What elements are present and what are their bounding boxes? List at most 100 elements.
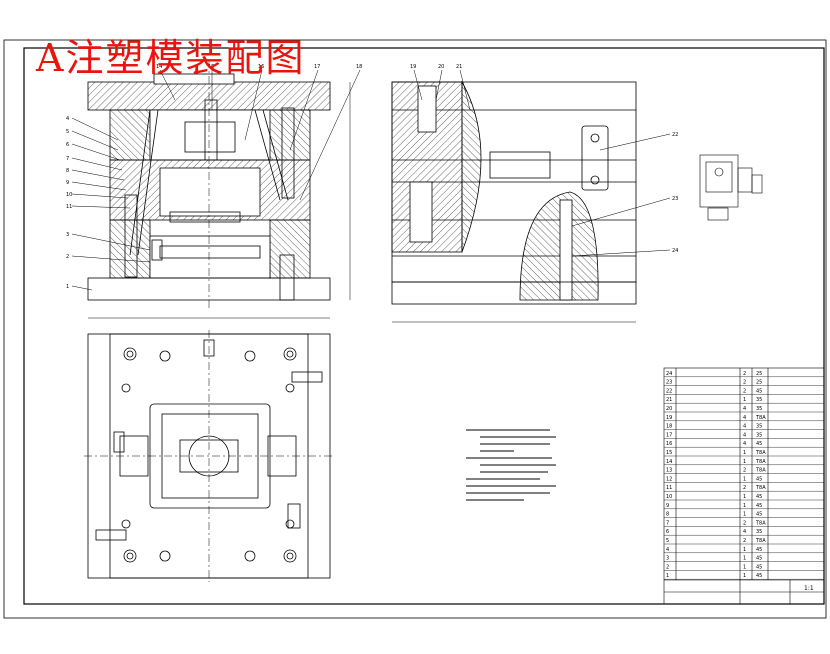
label-17: 17 [314,64,320,70]
bom-cell: 45 [756,512,762,518]
bom-cell: 45 [756,503,762,509]
bom-cell: T8A [755,485,766,491]
bom-cell: 3 [666,556,669,562]
bom-cell: 14 [666,459,672,465]
bom-cell: 2 [743,468,746,474]
bom-cell: 45 [756,564,762,570]
label-10: 10 [66,192,72,198]
label-9: 9 [66,180,69,186]
bom-cell: 45 [756,388,762,394]
label-11: 11 [66,204,72,210]
label-7: 7 [66,156,69,162]
bom-cell: 35 [756,424,762,430]
bom-cell: 7 [666,520,669,526]
label-2: 2 [66,254,69,260]
bom-cell: 45 [756,556,762,562]
bom-cell: 4 [743,529,746,535]
bom-cell: 45 [756,441,762,447]
bom-cell: 1 [743,547,746,553]
bom-cell: 9 [666,503,669,509]
bom-cell: T8A [755,468,766,474]
spacer-block-right [269,219,311,279]
technical-notes [466,429,556,501]
bom-cell: 1 [743,397,746,403]
bom-cell: 10 [666,494,672,500]
label-6: 6 [66,142,69,148]
bom-cell: 11 [666,485,672,491]
bom-cell: 25 [756,371,762,377]
bom-scale: 1:1 [804,585,814,592]
plan-view [84,330,334,582]
bom-cell: 45 [756,573,762,579]
label-16: 16 [258,64,264,70]
bom-cell: 2 [666,564,669,570]
bom-cell: 8 [666,512,669,518]
bom-cell: 21 [666,397,672,403]
bom-cell: 45 [756,547,762,553]
bom-cell: 1 [743,476,746,482]
bom-cell: 1 [666,573,669,579]
bom-cell: 4 [743,415,746,421]
section-leaders-top [159,69,361,201]
bom-cell: 4 [743,424,746,430]
bom-cell: 4 [743,432,746,438]
bom-cell: 35 [756,432,762,438]
section-leaders-left [71,117,151,291]
bom-cell: T8A [755,520,766,526]
section-leader-labels: 4 5 6 7 8 9 10 11 3 2 1 14 15 16 17 18 [66,64,362,290]
label-21: 21 [456,64,462,70]
bom-cell: 19 [666,415,672,421]
bom-cell: 17 [666,432,672,438]
bom-cell: 24 [666,371,672,377]
bom-cell: 13 [666,468,672,474]
bom-cell: 5 [666,538,669,544]
bom-cell: 4 [743,441,746,447]
label-5: 5 [66,129,69,135]
bom-cell: 35 [756,397,762,403]
bom-cell: 45 [756,476,762,482]
bom-cell: 4 [666,547,669,553]
sheet-outer-border [3,39,827,619]
bom-cell: 2 [743,380,746,386]
bom-cell: 16 [666,441,672,447]
side-leader-labels: 19 20 21 22 23 24 [410,64,678,254]
bom-cell: 25 [756,380,762,386]
part-detail [699,154,763,221]
side-leaders [413,69,671,257]
label-8: 8 [66,168,69,174]
bom-cell: 1 [743,459,746,465]
label-18: 18 [356,64,362,70]
bom-cell: T8A [755,450,766,456]
bom-cell: 1 [743,494,746,500]
bom-cell: T8A [755,459,766,465]
label-24: 24 [672,248,678,254]
bom-cell: 35 [756,529,762,535]
section-view [87,60,351,319]
bom-cell: 1 [743,512,746,518]
bom-cell: 15 [666,450,672,456]
sheet-inner-border [23,47,825,605]
bom-cell: 22 [666,388,672,394]
label-14: 14 [156,64,162,70]
bom-cell: 12 [666,476,672,482]
bom-cell: 23 [666,380,672,386]
bom-cell: 1 [743,573,746,579]
bom-cell: 4 [743,406,746,412]
label-1: 1 [66,284,69,290]
bom-cell: 35 [756,406,762,412]
bom-cell: 18 [666,424,672,430]
label-20: 20 [438,64,444,70]
drawing-title: A注塑模装配图 [36,36,306,80]
bom-cell: 2 [743,388,746,394]
bom-cell: 20 [666,406,672,412]
bom-cell: T8A [755,415,766,421]
bom-cell: 1 [743,564,746,570]
bom-cell: 1 [743,503,746,509]
label-22: 22 [672,132,678,138]
label-15: 15 [208,64,214,70]
bom-cell: 1 [743,556,746,562]
bom-cell: 2 [743,485,746,491]
bom-cell: 45 [756,494,762,500]
bom-cell: 6 [666,529,669,535]
label-23: 23 [672,196,678,202]
